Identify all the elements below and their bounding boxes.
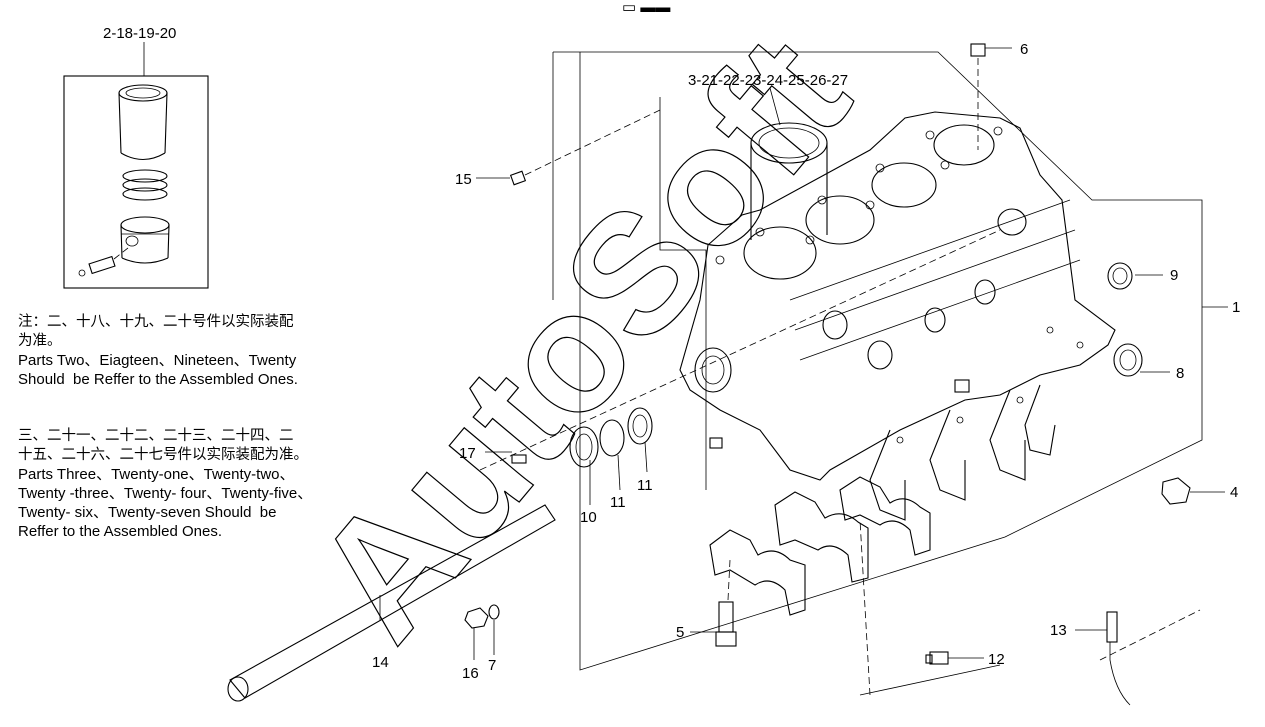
callout-4: 4 [1230,484,1238,501]
dipstick-tube [227,504,556,702]
seals-and-bushings [479,229,1001,471]
callout-1: 1 [1232,299,1240,316]
note-pistons-cn: 注：二、十八、十九、二十号件以实际装配 为准。 [18,314,294,349]
fasteners [464,43,1201,706]
cylinder-block [679,111,1116,521]
note-pistons-en: Parts Two、Eiagteen、Nineteen、Twenty Shoul… [18,352,298,388]
bearing-caps [709,476,931,616]
callout-12: 12 [988,651,1005,668]
callout-17: 17 [459,445,476,462]
note-liners: 三、二十一、二十二、二十三、二十四、二 十五、二十六、二十七号件以实际装配为准。… [18,427,398,541]
callout-11a: 11 [637,477,653,494]
note-liners-cn: 三、二十一、二十二、二十三、二十四、二 十五、二十六、二十七号件以实际装配为准。 [18,428,308,463]
group-label: 3-21-22-23-24-25-26-27 [688,72,848,89]
piston-inset [63,42,209,289]
callout-16: 16 [462,665,479,682]
callout-14: 14 [372,654,389,671]
callout-8: 8 [1176,365,1184,382]
leader-lines [473,47,1225,660]
callout-15: 15 [455,171,472,188]
callout-11b: 11 [610,494,626,511]
callout-7: 7 [488,657,496,674]
note-liners-en: Parts Three、Twenty-one、Twenty-two、 Twent… [18,466,313,540]
callout-9: 9 [1170,267,1178,284]
assembly-frame [552,51,1228,671]
note-pistons: 注：二、十八、十九、二十号件以实际装配 为准。 Parts Two、Eiagte… [18,313,398,389]
callout-13: 13 [1050,622,1067,639]
top-mark: ▭ ▬▬ [622,0,670,16]
callout-5: 5 [676,624,684,641]
inset-label: 2-18-19-20 [103,25,176,42]
callout-10: 10 [580,509,597,526]
callout-6: 6 [1020,41,1028,58]
